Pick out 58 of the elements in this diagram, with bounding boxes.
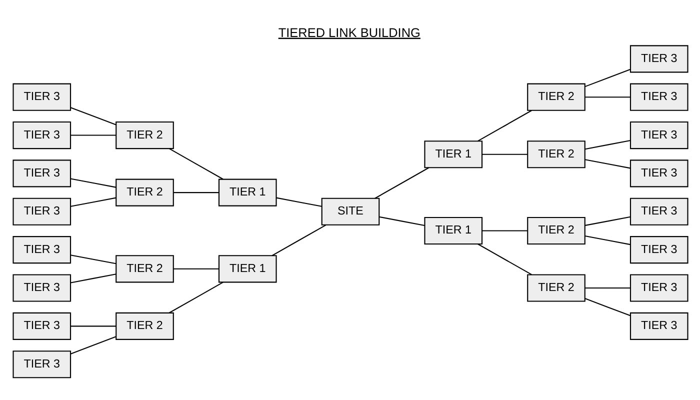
node-box: TIER 1	[424, 216, 482, 244]
connector	[482, 153, 527, 154]
connector	[477, 243, 532, 275]
node-box: TIER 1	[424, 140, 482, 168]
node-box: TIER 3	[629, 312, 688, 340]
connector	[584, 286, 630, 288]
connector	[173, 268, 218, 269]
connector	[168, 281, 223, 313]
connector	[584, 96, 630, 98]
node-box: TIER 3	[629, 82, 688, 110]
node-box: TIER 3	[12, 350, 71, 378]
connector	[378, 216, 424, 226]
connector	[276, 196, 322, 206]
connector	[584, 298, 630, 316]
node-box: TIER 1	[218, 178, 276, 206]
connector	[584, 216, 630, 226]
node-box: TIER 3	[629, 236, 688, 264]
connector	[477, 110, 532, 142]
node-box: TIER 3	[12, 197, 71, 225]
connector	[70, 134, 116, 136]
connector	[70, 325, 116, 326]
connector	[70, 178, 116, 188]
node-box: TIER 3	[12, 236, 71, 264]
connector	[584, 158, 630, 168]
node-box: TIER 2	[115, 121, 174, 149]
connector	[584, 140, 630, 150]
node-box: TIER 1	[218, 254, 276, 282]
node-box: SITE	[320, 197, 380, 225]
node-box: TIER 3	[629, 44, 688, 72]
node-box: TIER 3	[12, 121, 71, 149]
connector	[70, 336, 116, 354]
connector	[482, 230, 527, 231]
diagram-title: TIERED LINK BUILDING	[278, 24, 420, 40]
node-box: TIER 3	[12, 82, 71, 110]
node-box: TIER 3	[629, 197, 688, 225]
connector	[70, 196, 116, 206]
node-box: TIER 2	[115, 178, 174, 206]
node-box: TIER 2	[526, 140, 585, 168]
node-box: TIER 2	[526, 216, 585, 244]
connector	[70, 273, 116, 283]
node-box: TIER 3	[629, 121, 688, 149]
node-box: TIER 2	[115, 254, 174, 282]
connector	[70, 254, 116, 264]
connector	[374, 166, 428, 198]
connector	[70, 106, 116, 125]
node-box: TIER 3	[629, 274, 688, 302]
connector	[168, 148, 223, 180]
node-box: TIER 3	[12, 312, 71, 340]
node-box: TIER 3	[12, 274, 71, 302]
connector	[173, 192, 218, 193]
node-box: TIER 3	[629, 159, 688, 187]
connector	[584, 234, 630, 245]
connector	[584, 68, 630, 87]
node-box: TIER 3	[12, 159, 71, 187]
node-box: TIER 2	[526, 274, 585, 302]
node-box: TIER 2	[115, 312, 174, 340]
node-box: TIER 2	[526, 82, 585, 110]
connector	[271, 224, 326, 256]
